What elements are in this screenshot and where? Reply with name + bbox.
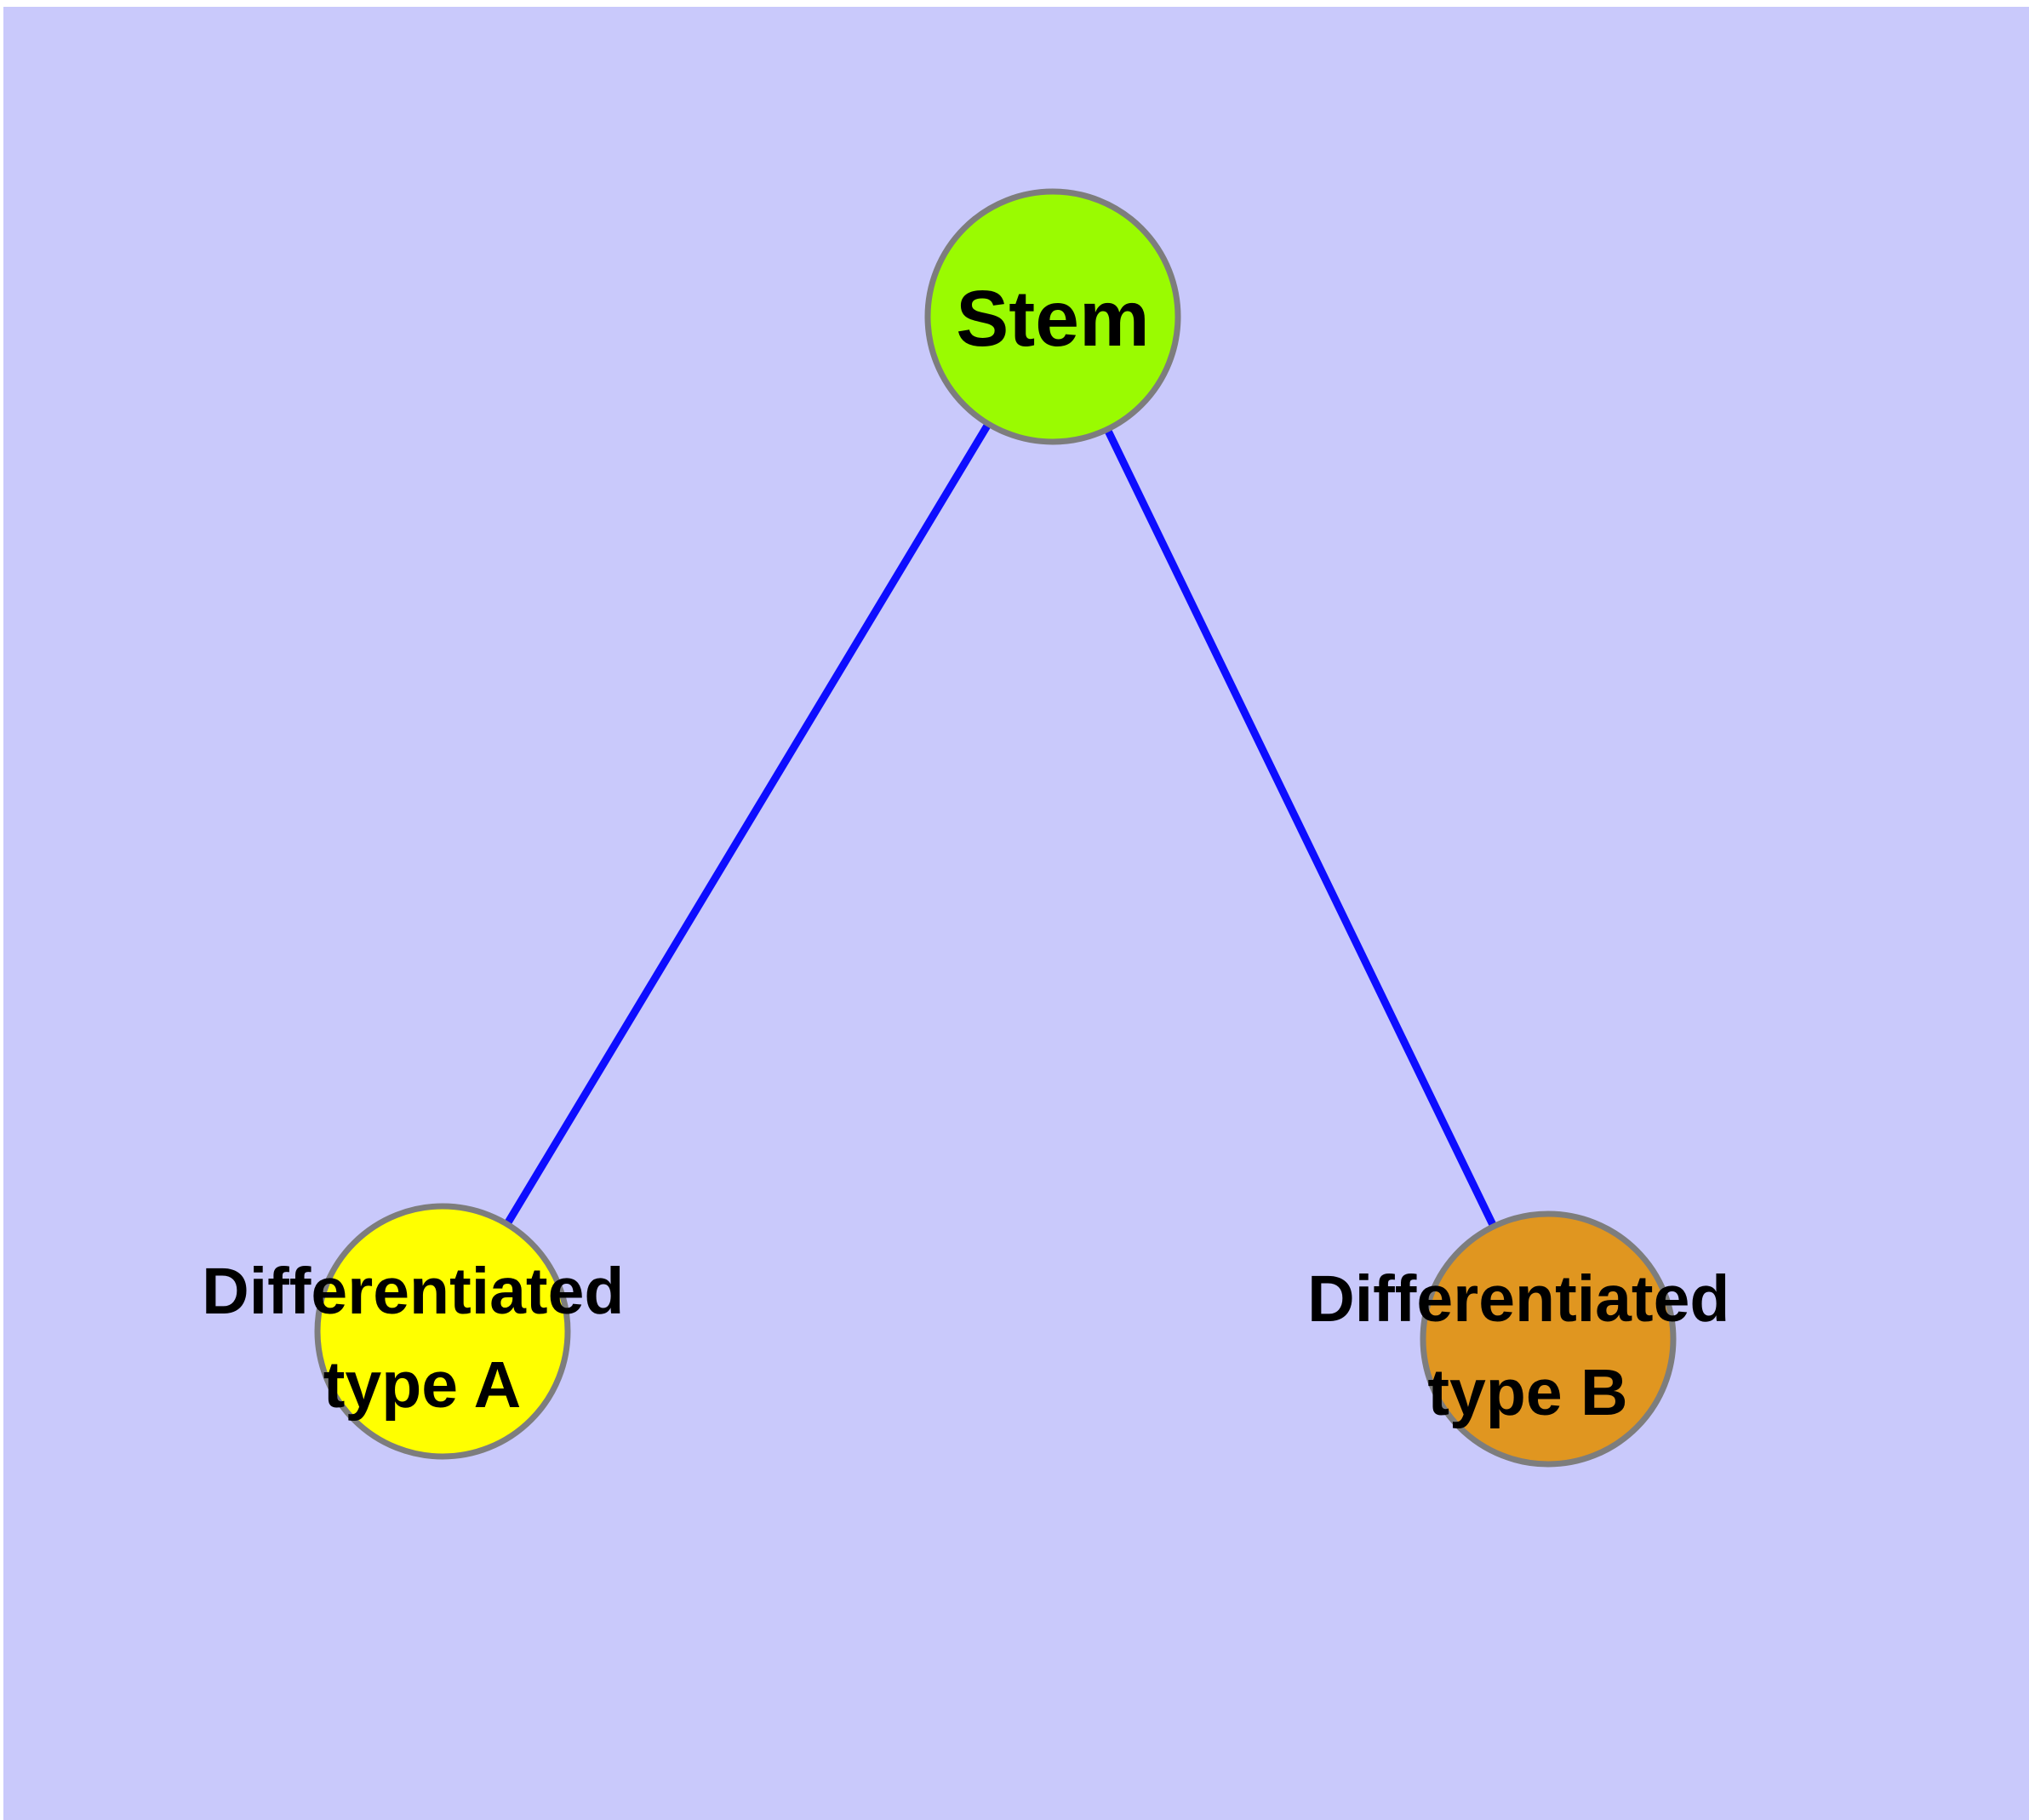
node-type-a-label-line1: Differentiated: [202, 1255, 624, 1328]
node-type-b-label: Differentiated type B: [1307, 1262, 1748, 1429]
node-type-b-label-line1: Differentiated: [1307, 1262, 1729, 1336]
edge-stem-to-type-a: [439, 314, 1056, 1334]
node-type-b-label-line2: type B: [1427, 1356, 1627, 1429]
node-differentiated-type-b: [1420, 1210, 1677, 1468]
node-stem: [924, 188, 1181, 445]
edge-stem-to-type-b: [1049, 315, 1552, 1341]
node-differentiated-type-a: [314, 1203, 571, 1460]
node-stem-label: Stem: [956, 274, 1149, 363]
node-type-a-label: Differentiated type A: [202, 1255, 643, 1422]
node-type-a-label-line2: type A: [323, 1348, 521, 1422]
